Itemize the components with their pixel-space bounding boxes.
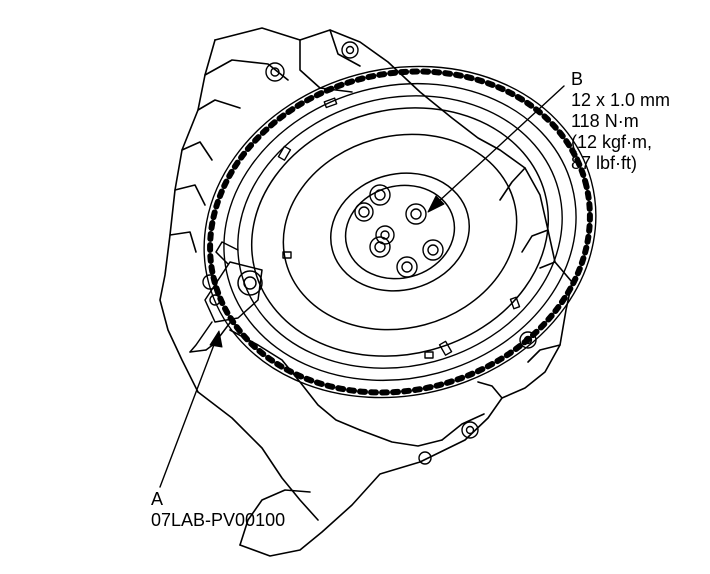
callout-b-size: 12 x 1.0 mm xyxy=(571,90,671,110)
flywheel-slots xyxy=(277,97,521,359)
arrow-b xyxy=(427,195,445,213)
flywheel xyxy=(250,107,550,357)
housing-bolts xyxy=(202,41,537,465)
callout-a-label: A 07LAB-PV00100 xyxy=(151,489,285,531)
ring-gear xyxy=(203,65,597,399)
callout-b-torque-nm: 118 N·m xyxy=(571,111,639,131)
flywheel-bolts xyxy=(354,184,444,278)
callout-b-torque-kgfm: (12 kgf·m, xyxy=(571,132,653,152)
callout-a-letter: A xyxy=(151,489,164,509)
leader-b xyxy=(436,85,565,204)
arrow-a xyxy=(209,330,223,348)
callout-b-label: B 12 x 1.0 mm 118 N·m (12 kgf·m, 87 lbf·… xyxy=(571,69,670,174)
callout-a-part-number: 07LAB-PV00100 xyxy=(151,510,286,530)
callout-b-torque-lbfft: 87 lbf·ft) xyxy=(571,153,638,173)
special-tool-holder xyxy=(189,241,263,353)
leader-a xyxy=(159,341,216,488)
engine-block xyxy=(159,27,573,557)
callout-b-letter: B xyxy=(571,69,584,89)
